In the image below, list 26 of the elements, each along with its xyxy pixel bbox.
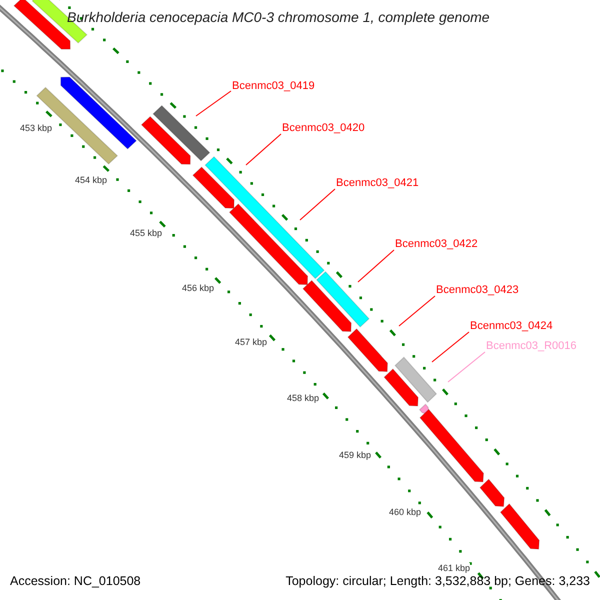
map-title: Burkholderia cenocepacia MC0-3 chromosome 1, complete genome <box>67 9 490 26</box>
leader-line <box>398 296 436 326</box>
tick-label: 458 kbp <box>287 393 320 404</box>
tick-label: 460 kbp <box>389 507 422 518</box>
tick-label: 453 kbp <box>20 123 52 134</box>
leader-line <box>196 90 232 116</box>
gene-label: Bcenmc03_0422 <box>395 238 478 251</box>
gene-label: Bcenmc03_R0016 <box>486 340 577 353</box>
gene-label: Bcenmc03_0423 <box>436 284 519 297</box>
leader-line <box>448 352 486 382</box>
tick-label: 456 kbp <box>182 283 214 294</box>
tick-label: 454 kbp <box>75 175 108 186</box>
gene-label: Bcenmc03_0421 <box>336 177 419 190</box>
tick-label: 457 kbp <box>235 337 268 348</box>
tick-label: 455 kbp <box>130 228 162 238</box>
gene-label: Bcenmc03_0424 <box>470 320 553 333</box>
tick-label: 461 kbp <box>438 563 470 574</box>
leader-line <box>432 332 470 362</box>
leader-line <box>246 134 282 166</box>
gene-label: Bcenmc03_0419 <box>232 80 315 93</box>
leader-line <box>300 188 336 220</box>
accession-text: Accession: NC_010508 <box>10 574 141 588</box>
gene-label: Bcenmc03_0420 <box>282 122 365 135</box>
genome-summary-text: Topology: circular; Length: 3,532,883 bp; Genes: 3,233 <box>286 574 590 588</box>
leader-line <box>358 250 394 282</box>
tick-label: 459 kbp <box>339 450 372 460</box>
